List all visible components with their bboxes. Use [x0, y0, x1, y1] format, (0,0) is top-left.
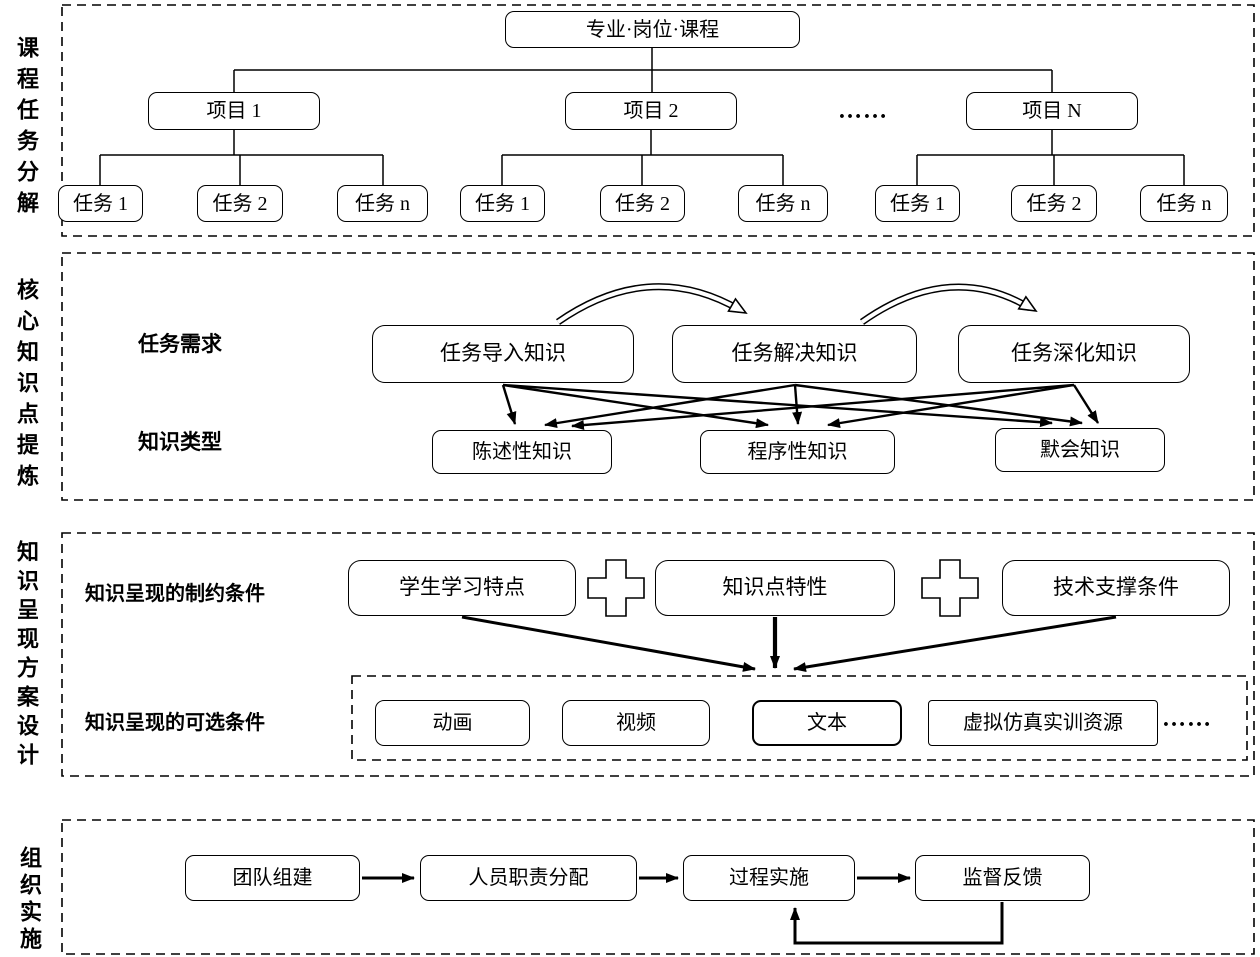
knowledge-point-trait-box: 知识点特性	[655, 560, 895, 616]
supervision-feedback-box: 监督反馈	[915, 855, 1090, 901]
vr-training-resource-box: 虚拟仿真实训资源	[928, 700, 1158, 746]
section-frames	[61, 4, 1255, 955]
task-box-pn-tn: 任务 n	[1140, 185, 1228, 222]
curved-arrow-icon	[556, 283, 1038, 325]
tree-connectors	[99, 48, 1185, 185]
project-1-box: 项目 1	[148, 92, 320, 130]
task-box-pn-t1: 任务 1	[875, 185, 960, 222]
optional-conditions-label: 知识呈现的可选条件	[85, 712, 265, 734]
animation-box: 动画	[375, 700, 530, 746]
section2-side-label: 核心知识点提炼	[14, 278, 39, 495]
task-box-p1-tn: 任务 n	[337, 185, 428, 222]
section4-side-label: 组织实施	[17, 846, 42, 954]
declarative-knowledge-box: 陈述性知识	[432, 430, 612, 474]
section3-side-label: 知识呈现方案设计	[14, 540, 39, 772]
task-intro-knowledge-box: 任务导入知识	[372, 325, 634, 383]
process-flow-arrows	[362, 873, 1004, 945]
process-implementation-box: 过程实施	[683, 855, 855, 901]
options-ellipsis: ……	[1162, 706, 1212, 732]
text-box: 文本	[752, 700, 902, 746]
video-box: 视频	[562, 700, 710, 746]
projects-ellipsis: ……	[838, 98, 888, 124]
constraint-converge-arrows	[461, 615, 1117, 673]
task-box-pn-t2: 任务 2	[1011, 185, 1097, 222]
responsibility-assignment-box: 人员职责分配	[420, 855, 637, 901]
constraint-conditions-label: 知识呈现的制约条件	[85, 583, 265, 605]
task-box-p1-t2: 任务 2	[197, 185, 283, 222]
procedural-knowledge-box: 程序性知识	[700, 430, 895, 474]
task-box-p2-t2: 任务 2	[600, 185, 685, 222]
plus-icon	[587, 559, 979, 617]
knowledge-mapping-arrows	[501, 383, 1100, 431]
team-building-box: 团队组建	[185, 855, 360, 901]
tech-support-box: 技术支撑条件	[1002, 560, 1230, 616]
tacit-knowledge-box: 默会知识	[995, 428, 1165, 472]
knowledge-type-label: 知识类型	[138, 430, 222, 454]
task-solve-knowledge-box: 任务解决知识	[672, 325, 917, 383]
task-demand-label: 任务需求	[138, 332, 222, 356]
task-box-p2-t1: 任务 1	[460, 185, 545, 222]
section1-side-label: 课程任务分解	[14, 36, 39, 222]
project-n-box: 项目 N	[966, 92, 1138, 130]
task-box-p2-tn: 任务 n	[738, 185, 828, 222]
student-learning-box: 学生学习特点	[348, 560, 576, 616]
root-box: 专业·岗位·课程	[505, 11, 800, 48]
task-deepen-knowledge-box: 任务深化知识	[958, 325, 1190, 383]
task-box-p1-t1: 任务 1	[58, 185, 143, 222]
project-2-box: 项目 2	[565, 92, 737, 130]
